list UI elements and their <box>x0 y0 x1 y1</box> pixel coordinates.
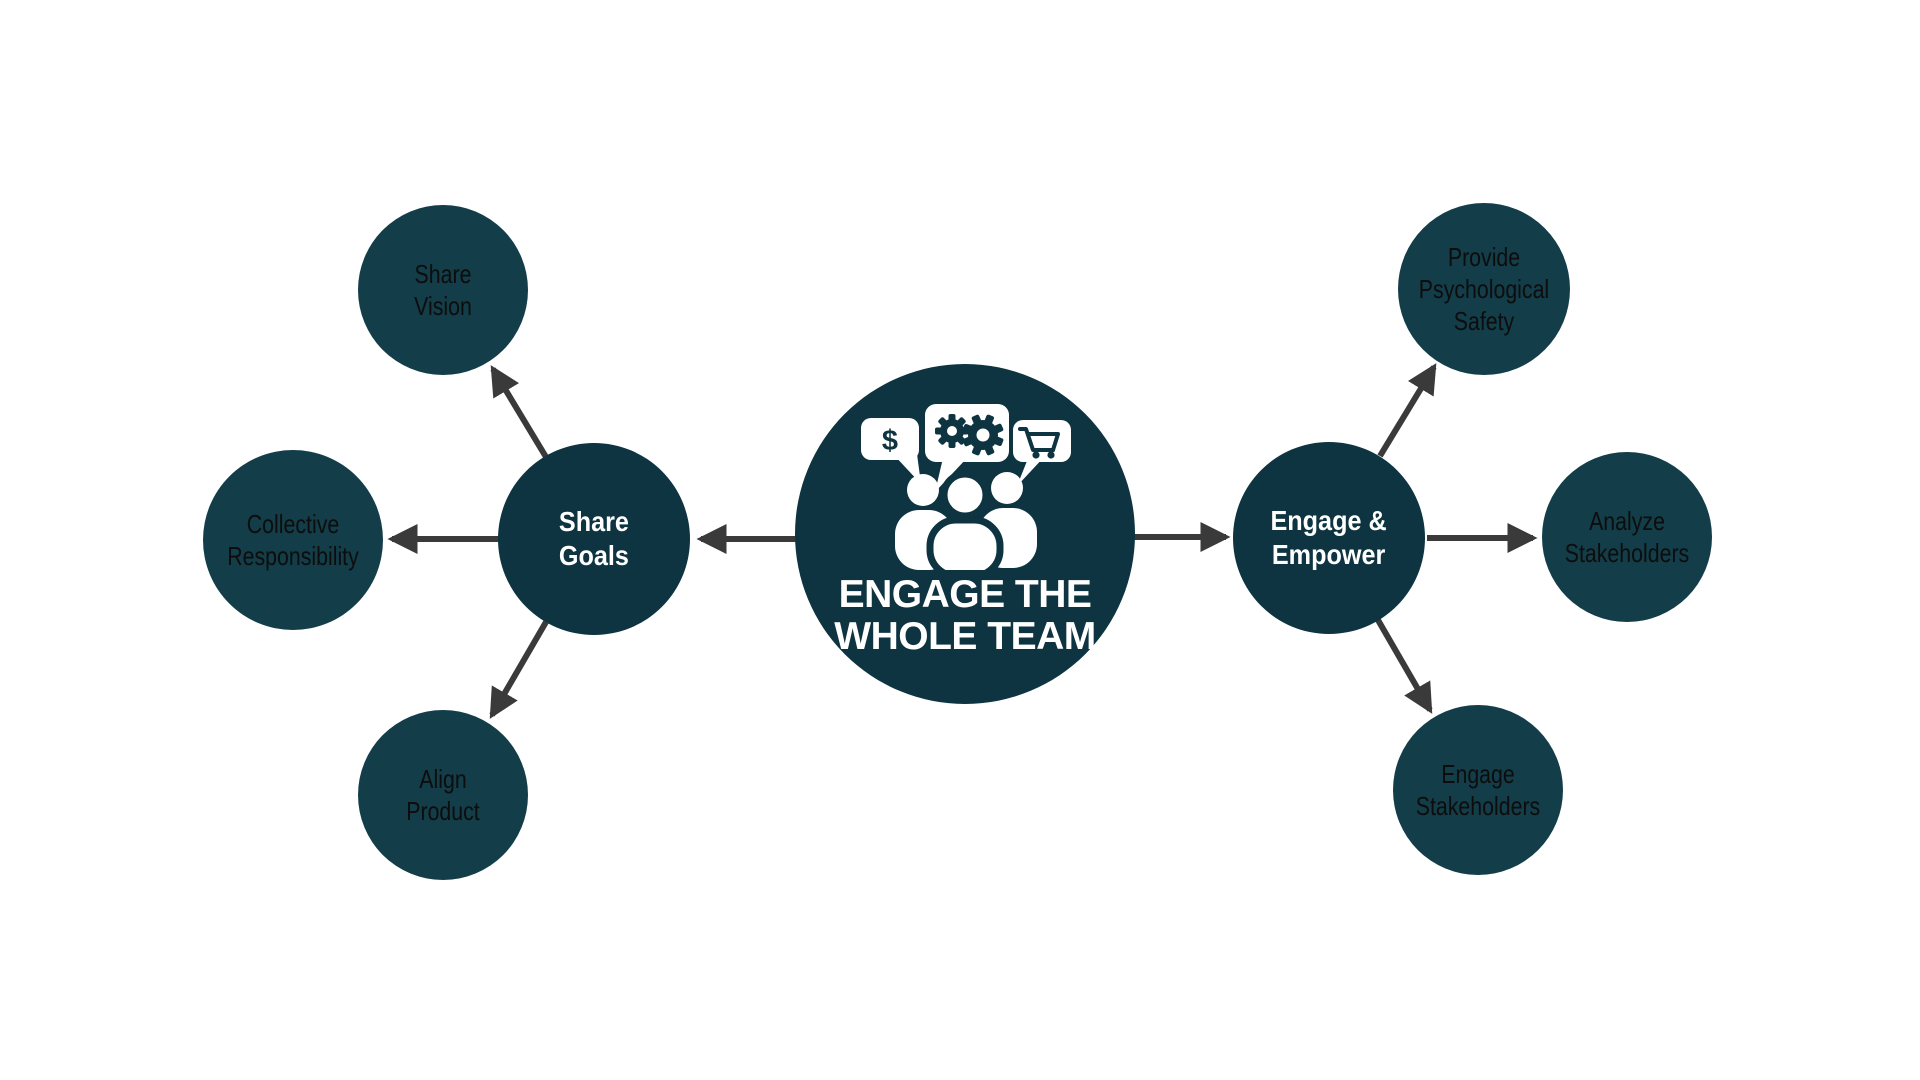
team-with-speech-bubbles-icon: $ <box>861 404 1071 570</box>
center-node-engage-the-whole-team: $ <box>795 364 1135 704</box>
center-node-title: ENGAGE THE WHOLE TEAM <box>834 573 1096 658</box>
svg-text:$: $ <box>882 425 898 457</box>
arrow-share-goals-to-align-product <box>489 620 549 719</box>
satellite-node-engage-stakeholders: Engage Stakeholders <box>1393 705 1563 875</box>
satellite-align-product-label: Align Product <box>406 764 480 826</box>
satellite-node-analyze-stakeholders: Analyze Stakeholders <box>1542 452 1712 622</box>
cart-speech-bubble-icon <box>1013 420 1071 486</box>
hub-share-goals-label: Share Goals <box>558 506 630 571</box>
hub-node-engage-empower: Engage & Empower <box>1233 442 1425 634</box>
satellite-node-align-product: Align Product <box>358 710 528 880</box>
satellite-node-provide-psychological-safety: Provide Psychological Safety <box>1398 203 1570 375</box>
team-people-icon <box>895 470 1037 570</box>
satellite-provide-psychological-safety-label: Provide Psychological Safety <box>1418 242 1550 336</box>
satellite-engage-stakeholders-label: Engage Stakeholders <box>1415 759 1541 821</box>
satellite-node-collective-responsibility: Collective Responsibility <box>203 450 383 630</box>
hub-engage-empower-label: Engage & Empower <box>1270 505 1388 570</box>
arrow-share-goals-to-share-vision <box>490 365 549 459</box>
satellite-share-vision-label: Share Vision <box>414 259 472 321</box>
arrow-engage-empower-to-engage-stakeholders <box>1375 618 1433 714</box>
hub-node-share-goals: Share Goals <box>498 443 690 635</box>
satellite-node-share-vision: Share Vision <box>358 205 528 375</box>
satellite-analyze-stakeholders-label: Analyze Stakeholders <box>1564 506 1690 568</box>
satellite-collective-responsibility-label: Collective Responsibility <box>227 509 359 571</box>
arrow-engage-empower-to-provide-psychological-safety <box>1377 363 1437 458</box>
dollar-speech-bubble-icon: $ <box>861 418 921 484</box>
